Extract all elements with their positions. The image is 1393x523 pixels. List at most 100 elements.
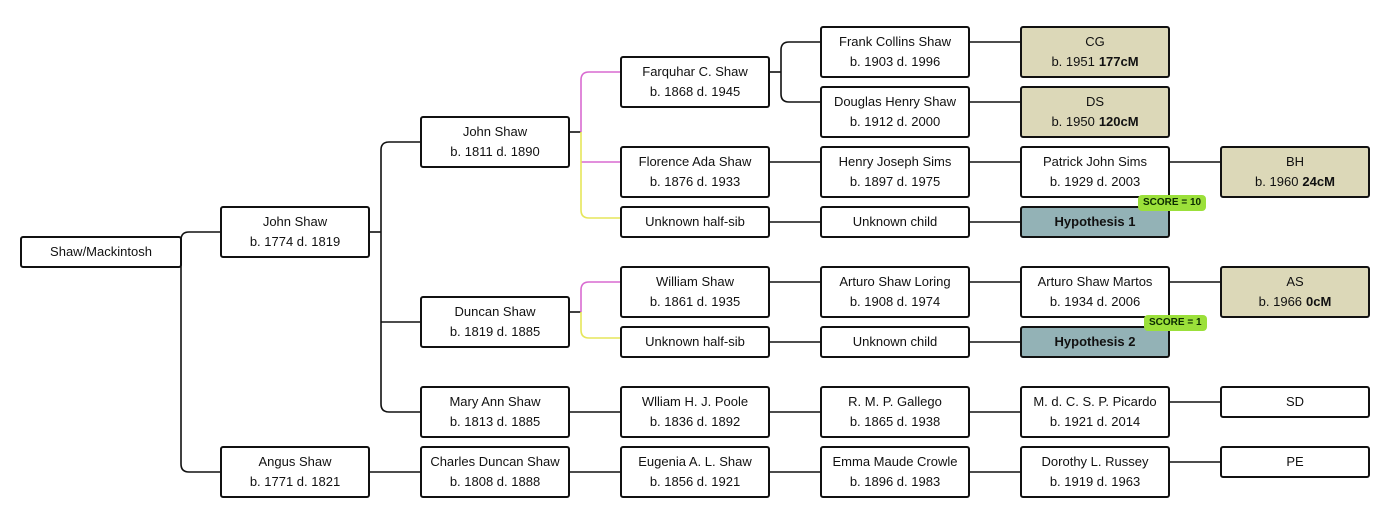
node-name: William Shaw [655, 274, 734, 289]
node-lifespan: b. 1836 d. 1892 [649, 414, 741, 429]
node-lifespan: b. 1771 d. 1821 [249, 474, 341, 489]
node-name: John Shaw [462, 124, 528, 139]
node-lifespan: b. 1876 d. 1933 [649, 174, 741, 189]
node-eugenia-shaw[interactable]: Eugenia A. L. Shaw b. 1856 d. 1921 [620, 446, 770, 498]
link-john1774-branch-0 [380, 141, 420, 232]
node-name: Unknown child [852, 214, 938, 229]
node-name: Wlliam H. J. Poole [641, 394, 749, 409]
node-lifespan: b. 1919 d. 1963 [1049, 474, 1141, 489]
node-john-shaw-1811[interactable]: John Shaw b. 1811 d. 1890 [420, 116, 570, 168]
node-name: Patrick John Sims [1042, 154, 1148, 169]
node-lifespan: b. 1934 d. 2006 [1049, 294, 1141, 309]
node-lifespan: b. 1865 d. 1938 [849, 414, 941, 429]
node-unknown-half-sib-1[interactable]: Unknown half-sib [620, 206, 770, 238]
node-name: Arturo Shaw Loring [839, 274, 951, 289]
node-lifespan: b. 1811 d. 1890 [450, 144, 540, 159]
link-root-branch-1 [180, 252, 220, 473]
node-name: Hypothesis 2 [1054, 334, 1136, 349]
node-hypothesis-2[interactable]: Hypothesis 2 [1020, 326, 1170, 358]
node-lifespan: b. 1868 d. 1945 [649, 84, 741, 99]
node-name: Unknown child [852, 334, 938, 349]
link-duncan-branch-1 [580, 312, 620, 339]
node-lifespan: b. 1774 d. 1819 [249, 234, 341, 249]
node-name: John Shaw [262, 214, 328, 229]
node-john-shaw-1774[interactable]: John Shaw b. 1774 d. 1819 [220, 206, 370, 258]
node-name: Douglas Henry Shaw [833, 94, 957, 109]
node-douglas-henry-shaw[interactable]: Douglas Henry Shaw b. 1912 d. 2000 [820, 86, 970, 138]
node-name: Arturo Shaw Martos [1037, 274, 1153, 289]
node-mary-ann-shaw[interactable]: Mary Ann Shaw b. 1813 d. 1885 [420, 386, 570, 438]
node-william-poole[interactable]: Wlliam H. J. Poole b. 1836 d. 1892 [620, 386, 770, 438]
link-john1811-branch-0 [580, 71, 620, 132]
node-name: CG [1085, 34, 1105, 49]
node-name: Dorothy L. Russey [1041, 454, 1149, 469]
node-lifespan: b. 1897 d. 1975 [849, 174, 941, 189]
node-arturo-shaw-loring[interactable]: Arturo Shaw Loring b. 1908 d. 1974 [820, 266, 970, 318]
node-name: Farquhar C. Shaw [642, 64, 748, 79]
node-name: M. d. C. S. P. Picardo [1033, 394, 1157, 409]
node-angus-shaw[interactable]: Angus Shaw b. 1771 d. 1821 [220, 446, 370, 498]
node-name: Frank Collins Shaw [839, 34, 951, 49]
node-lifespan: b. 1861 d. 1935 [649, 294, 741, 309]
node-name: Unknown half-sib [645, 334, 745, 349]
node-patrick-john-sims[interactable]: Patrick John Sims b. 1929 d. 2003 [1020, 146, 1170, 198]
node-root[interactable]: Shaw/Mackintosh [20, 236, 182, 268]
node-name: Charles Duncan Shaw [430, 454, 560, 469]
score-badge-hypothesis-1: SCORE = 10 [1138, 195, 1207, 211]
node-name: Eugenia A. L. Shaw [638, 454, 752, 469]
node-frank-collins-shaw[interactable]: Frank Collins Shaw b. 1903 d. 1996 [820, 26, 970, 78]
node-name: Emma Maude Crowle [832, 454, 958, 469]
node-lifespan: b. 1856 d. 1921 [649, 474, 741, 489]
node-name: Unknown half-sib [645, 214, 745, 229]
node-lifespan: b. 1808 d. 1888 [449, 474, 541, 489]
node-william-shaw[interactable]: William Shaw b. 1861 d. 1935 [620, 266, 770, 318]
shared-cm: 177cM [1098, 54, 1139, 69]
node-name: SD [1285, 394, 1305, 409]
node-name: Mary Ann Shaw [449, 394, 541, 409]
node-pe[interactable]: PE [1220, 446, 1370, 478]
node-name: Angus Shaw [258, 454, 332, 469]
node-hypothesis-1[interactable]: Hypothesis 1 [1020, 206, 1170, 238]
node-dorothy-russey[interactable]: Dorothy L. Russey b. 1919 d. 1963 [1020, 446, 1170, 498]
node-picardo[interactable]: M. d. C. S. P. Picardo b. 1921 d. 2014 [1020, 386, 1170, 438]
node-farquhar-shaw[interactable]: Farquhar C. Shaw b. 1868 d. 1945 [620, 56, 770, 108]
node-henry-joseph-sims[interactable]: Henry Joseph Sims b. 1897 d. 1975 [820, 146, 970, 198]
node-name: DS [1085, 94, 1105, 109]
node-name: Henry Joseph Sims [838, 154, 952, 169]
node-lifespan: b. 1908 d. 1974 [849, 294, 941, 309]
node-lifespan: b. 1929 d. 2003 [1049, 174, 1141, 189]
node-unknown-half-sib-2[interactable]: Unknown half-sib [620, 326, 770, 358]
node-gallego[interactable]: R. M. P. Gallego b. 1865 d. 1938 [820, 386, 970, 438]
link-farquhar-branch-1 [780, 72, 820, 103]
node-name: Shaw/Mackintosh [50, 244, 152, 259]
node-lifespan: b. 1813 d. 1885 [449, 414, 541, 429]
node-name: Florence Ada Shaw [638, 154, 752, 169]
node-lifespan: b. 1921 d. 2014 [1049, 414, 1141, 429]
node-name: AS [1286, 274, 1304, 289]
node-unknown-child-2[interactable]: Unknown child [820, 326, 970, 358]
link-farquhar-branch-0 [780, 41, 820, 72]
node-florence-ada-shaw[interactable]: Florence Ada Shaw b. 1876 d. 1933 [620, 146, 770, 198]
node-lifespan: b. 1903 d. 1996 [849, 54, 941, 69]
link-john1774-branch-2 [380, 232, 420, 413]
node-duncan-shaw[interactable]: Duncan Shaw b. 1819 d. 1885 [420, 296, 570, 348]
shared-cm: 120cM [1098, 114, 1139, 129]
node-name: BH [1285, 154, 1305, 169]
node-unknown-child-1[interactable]: Unknown child [820, 206, 970, 238]
node-sd[interactable]: SD [1220, 386, 1370, 418]
node-emma-maude-crowle[interactable]: Emma Maude Crowle b. 1896 d. 1983 [820, 446, 970, 498]
node-arturo-shaw-martos[interactable]: Arturo Shaw Martos b. 1934 d. 2006 [1020, 266, 1170, 318]
link-duncan-branch-0 [580, 281, 620, 312]
node-name: Duncan Shaw [454, 304, 536, 319]
node-charles-duncan-shaw[interactable]: Charles Duncan Shaw b. 1808 d. 1888 [420, 446, 570, 498]
